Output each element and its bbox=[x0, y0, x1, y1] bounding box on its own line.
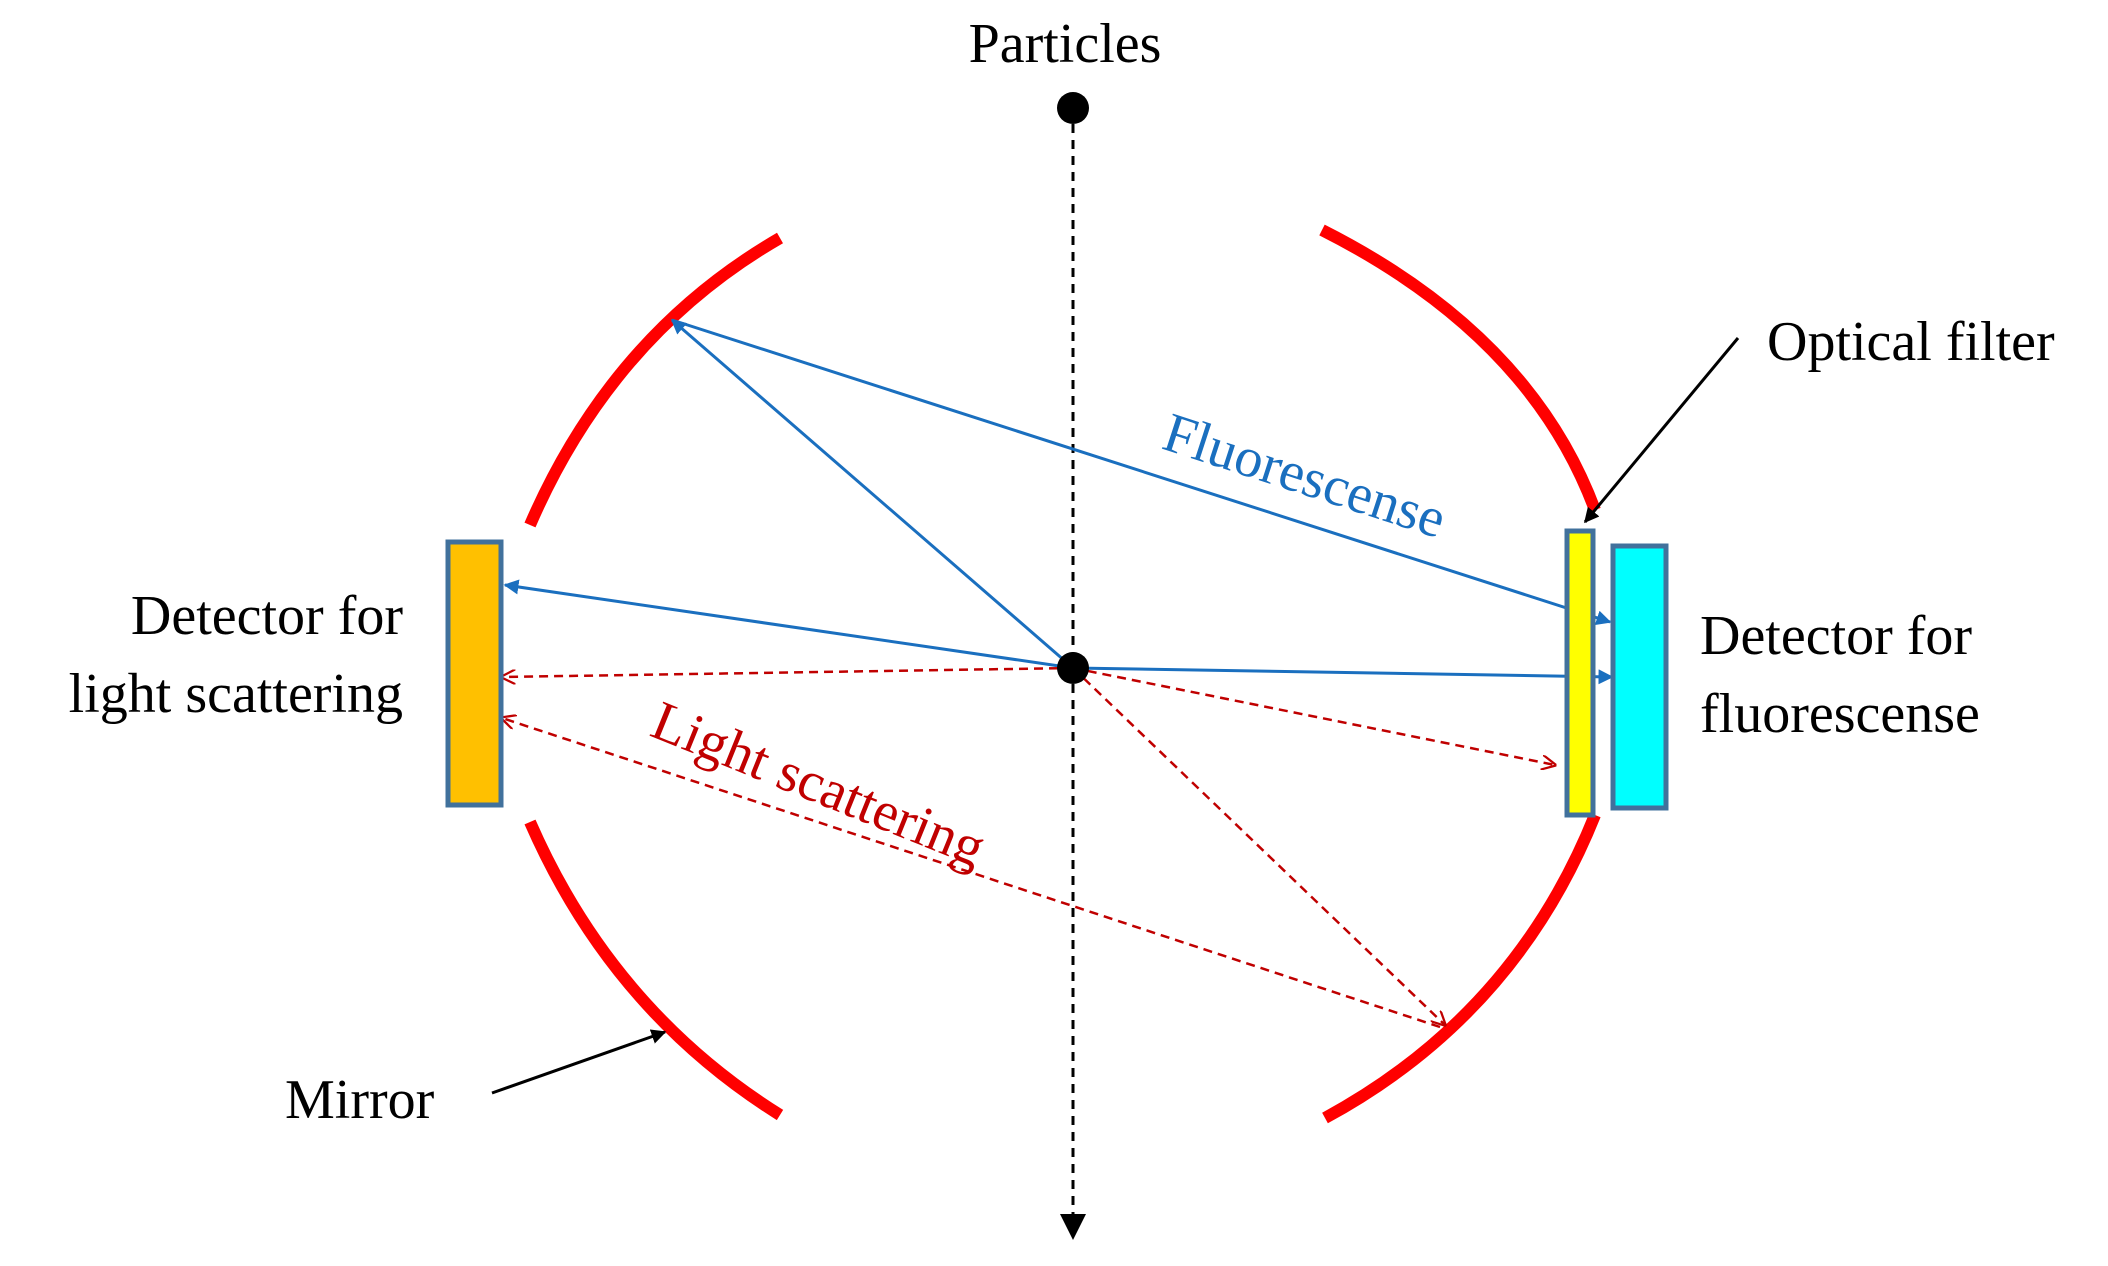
scatter-ray-direct bbox=[502, 666, 1074, 677]
mirror-upper-right bbox=[1319, 224, 1601, 513]
scatter-detector-label-line2: light scattering bbox=[69, 663, 403, 725]
mirror-upper-left bbox=[524, 232, 784, 528]
optical-filter bbox=[1564, 528, 1596, 818]
particle-entry-dot bbox=[1057, 92, 1089, 124]
mirror-lower-right bbox=[1322, 812, 1601, 1124]
fluor-ray-direct bbox=[1072, 666, 1614, 685]
particle-stream-arrowhead bbox=[1060, 1214, 1086, 1240]
mirror-pointer bbox=[491, 1029, 667, 1095]
light-scattering-label: Light scattering bbox=[643, 690, 994, 880]
mirror-lower-left bbox=[524, 819, 784, 1121]
fluor-detector bbox=[1610, 543, 1669, 811]
fluorescense-label: Fluorescense bbox=[1156, 401, 1453, 550]
scatter-ray-to-filter bbox=[1072, 666, 1555, 765]
optical-filter-label: Optical filter bbox=[1767, 311, 2055, 373]
particles-label: Particles bbox=[969, 13, 1162, 75]
particle-center-dot bbox=[1057, 652, 1089, 684]
fluor-detector-label-line2: fluorescense bbox=[1700, 683, 1980, 745]
fluor-ray-to-mirror bbox=[670, 318, 1074, 670]
mirror-label: Mirror bbox=[285, 1069, 435, 1131]
scatter-ray-to-mirror bbox=[1072, 667, 1445, 1025]
fluor-ray-to-scatter-detector bbox=[503, 579, 1074, 670]
scatter-detector-label-line1: Detector for bbox=[131, 585, 403, 647]
fluor-detector-label-line1: Detector for bbox=[1700, 605, 1972, 667]
scatter-detector bbox=[445, 539, 504, 808]
fluor-ray-reflected bbox=[671, 318, 1612, 626]
optical-filter-pointer bbox=[1583, 337, 1740, 524]
